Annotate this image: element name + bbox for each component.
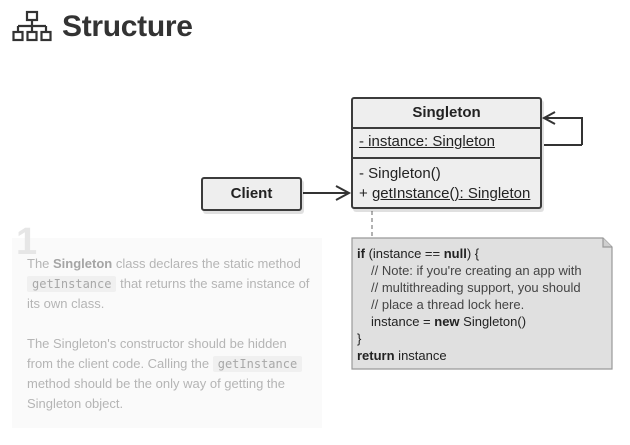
instance-attribute: - instance: Singleton [359, 133, 495, 150]
code-line-if: if (instance == null) { [357, 246, 480, 261]
constructor-method: - Singleton() [359, 165, 441, 182]
client-to-singleton-arrowhead [335, 185, 352, 201]
client-box: Client [201, 177, 302, 211]
note-shape [351, 237, 613, 370]
page-header: Structure [12, 8, 193, 46]
description-panel: 1 The Singleton class declares the stati… [12, 223, 322, 428]
code-get-instance-2: getInstance [212, 356, 303, 372]
hierarchy-icon [12, 10, 52, 42]
singleton-methods: - Singleton() + getInstance(): Singleton [353, 159, 540, 204]
code-line-assign: instance = new Singleton() [371, 314, 527, 329]
code-get-instance: getInstance [27, 276, 117, 292]
singleton-attributes: - instance: Singleton [353, 129, 540, 159]
code-line-close: } [357, 331, 362, 346]
get-instance-method: + getInstance(): Singleton [359, 185, 531, 202]
description-paragraph-2: The Singleton's constructor should be hi… [27, 334, 314, 414]
step-number: 1 [16, 221, 38, 263]
page-title: Structure [62, 10, 193, 43]
code-comment-3: // place a thread lock here. [371, 297, 525, 312]
description-paragraph-1: The Singleton class declares the static … [27, 256, 310, 311]
code-line-return: return instance [357, 348, 447, 363]
singleton-class-box: Singleton - instance: Singleton - Single… [351, 97, 542, 209]
code-note: if (instance == null) { // Note: if you'… [351, 237, 613, 370]
self-association-line [545, 117, 583, 145]
code-comment-1: // Note: if you're creating an app with [371, 263, 582, 278]
code-comment-2: // multithreading support, you should [371, 280, 581, 295]
singleton-class-name: Singleton [353, 99, 540, 129]
self-association-arrowhead [541, 111, 556, 125]
